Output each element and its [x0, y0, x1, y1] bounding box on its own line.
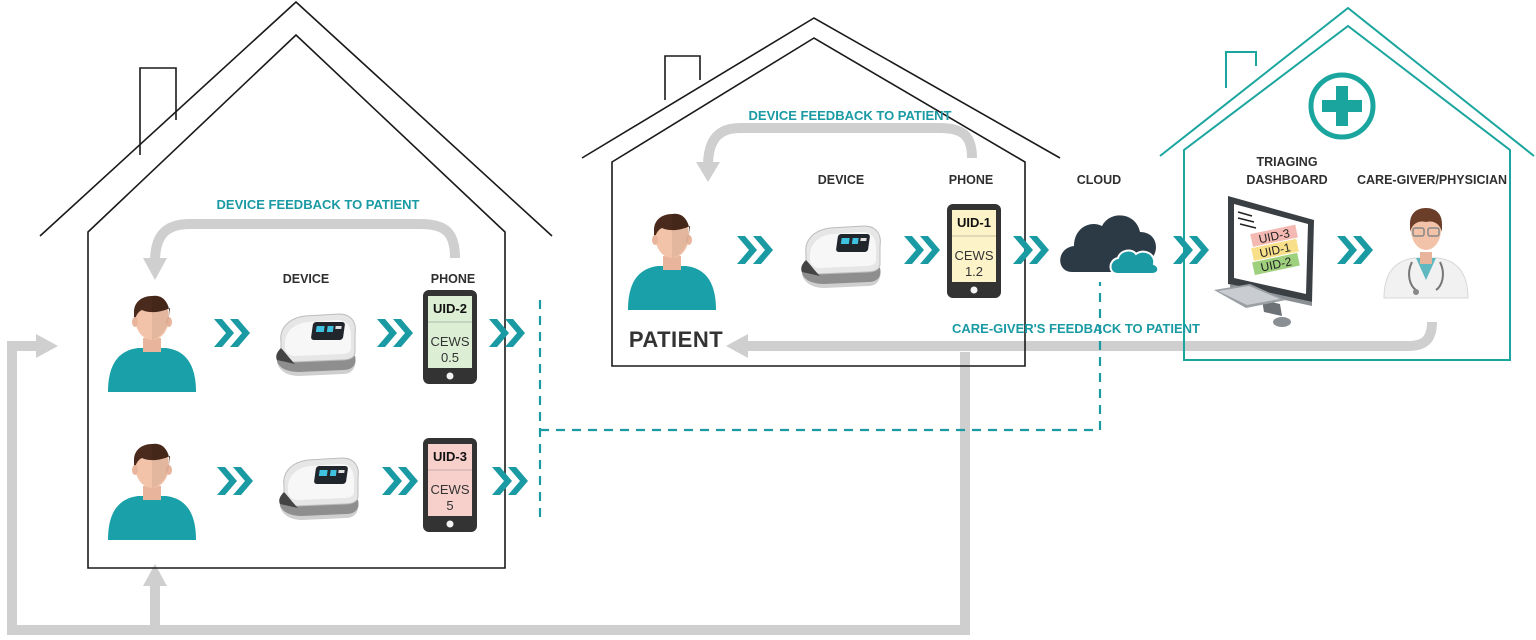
- patient-label: PATIENT: [629, 327, 723, 352]
- device-label-left: DEVICE: [283, 272, 330, 286]
- person-icon: [108, 443, 196, 540]
- phone-uid: UID-2: [433, 301, 467, 316]
- caregiver-feedback-label: CARE-GIVER'S FEEDBACK TO PATIENT: [952, 321, 1200, 336]
- chevron-icon: [377, 319, 413, 347]
- phone-uid-3: UID-3 CEWS 5: [423, 438, 477, 532]
- phone-uid: UID-3: [433, 449, 467, 464]
- cloud-icon: [1060, 215, 1160, 275]
- pulse-oximeter-icon: [275, 313, 356, 377]
- person-icon: [108, 295, 196, 392]
- data-lines: [538, 282, 1102, 520]
- phone-value: 1.2: [965, 264, 983, 279]
- svg-text:UID-3: UID-3: [1257, 226, 1291, 246]
- chevron-icon: [382, 467, 418, 495]
- phone-metric: CEWS: [431, 482, 470, 497]
- triaging-dashboard: UID-3 UID-1 UID-2: [1250, 224, 1300, 276]
- phone-uid-1: UID-1 CEWS 1.2: [947, 204, 1001, 298]
- chevron-icon: [489, 319, 525, 347]
- phone-label-middle: PHONE: [949, 173, 993, 187]
- chevron-icon: [737, 236, 773, 264]
- hospital-house: [1159, 6, 1535, 361]
- chevron-icon: [1013, 236, 1049, 264]
- caregiver-feedback-line: [745, 321, 1437, 351]
- phone-metric: CEWS: [955, 248, 994, 263]
- chevron-icon: [1173, 236, 1209, 264]
- middle-house: [581, 17, 1061, 367]
- medical-cross-icon: [1308, 72, 1376, 140]
- svg-text:UID-1: UID-1: [1258, 240, 1292, 260]
- left-house: [39, 0, 553, 569]
- dashboard-entry-uid3: [1250, 224, 1298, 247]
- phone-value: 0.5: [441, 350, 459, 365]
- device-feedback-label-middle: DEVICE FEEDBACK TO PATIENT: [749, 108, 952, 123]
- phone-uid: UID-1: [957, 215, 991, 230]
- chevron-icon: [492, 467, 528, 495]
- pulse-oximeter-icon: [278, 457, 359, 521]
- chevron-icon: [214, 319, 250, 347]
- triaging-label-line2: DASHBOARD: [1246, 173, 1327, 187]
- phone-metric: CEWS: [431, 334, 470, 349]
- svg-text:UID-2: UID-2: [1259, 254, 1293, 274]
- device-feedback-arc-left: [150, 219, 460, 263]
- dashboard-entry-uid2: [1252, 252, 1300, 276]
- device-label-middle: DEVICE: [818, 173, 865, 187]
- device-feedback-label-left: DEVICE FEEDBACK TO PATIENT: [217, 197, 420, 212]
- phone-label-left: PHONE: [431, 272, 475, 286]
- chevron-icon: [1337, 236, 1373, 264]
- phone-uid-2: UID-2 CEWS 0.5: [423, 290, 477, 384]
- device-feedback-arc-middle: [703, 123, 977, 167]
- outer-feedback-loop: [7, 341, 970, 635]
- dashboard-entry-uid1: [1251, 238, 1299, 262]
- caregiver-label: CARE-GIVER/PHYSICIAN: [1357, 173, 1507, 187]
- pulse-oximeter-icon: [800, 225, 881, 289]
- chevron-icon: [217, 467, 253, 495]
- chevron-icon: [904, 236, 940, 264]
- person-icon: [628, 213, 716, 310]
- cloud-label: CLOUD: [1077, 173, 1121, 187]
- triaging-label-line1: TRIAGING: [1256, 155, 1317, 169]
- phone-value: 5: [446, 498, 453, 513]
- doctor-icon: [1383, 208, 1469, 299]
